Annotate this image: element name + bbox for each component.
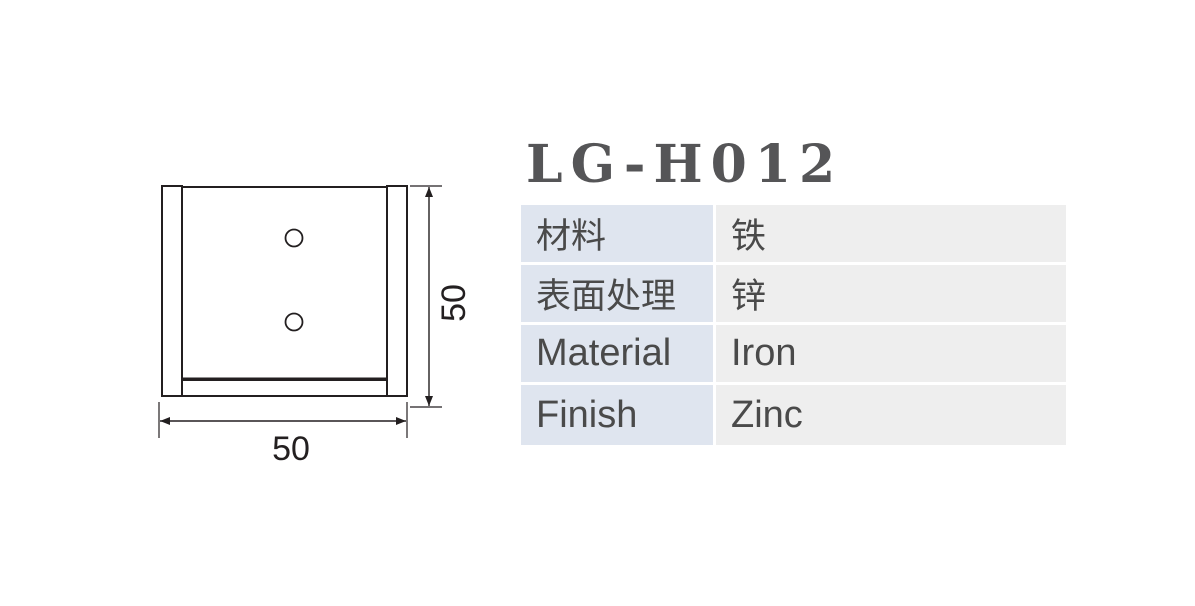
right-flange — [386, 185, 408, 397]
height-dimension-value: 50 — [435, 284, 473, 322]
spec-row-finish-cn: 表面处理 锌 — [521, 263, 1066, 325]
spec-value: 铁 — [714, 205, 1066, 265]
technical-drawing: 50 50 — [158, 185, 473, 468]
spec-label: Finish — [521, 383, 716, 445]
spec-row-material-cn: 材料 铁 — [521, 205, 1066, 265]
spec-value: Zinc — [714, 383, 1066, 445]
mounting-hole-top — [284, 228, 304, 248]
spec-value: 锌 — [714, 263, 1066, 325]
bottom-lip — [181, 379, 388, 397]
spec-row-finish-en: Finish Zinc — [521, 383, 1066, 445]
spec-label: Material — [521, 323, 716, 385]
spec-label: 材料 — [521, 205, 716, 265]
spec-row-material-en: Material Iron — [521, 323, 1066, 385]
width-dimension-value: 50 — [272, 430, 310, 468]
spec-label: 表面处理 — [521, 263, 716, 325]
mounting-hole-bottom — [284, 312, 304, 332]
spec-table: 材料 铁 表面处理 锌 Material Iron Finish Zinc — [521, 205, 1066, 445]
spec-value: Iron — [714, 323, 1066, 385]
product-model-title: LG-H012 — [526, 134, 844, 195]
bracket-plate — [181, 186, 388, 382]
left-flange — [161, 185, 183, 397]
